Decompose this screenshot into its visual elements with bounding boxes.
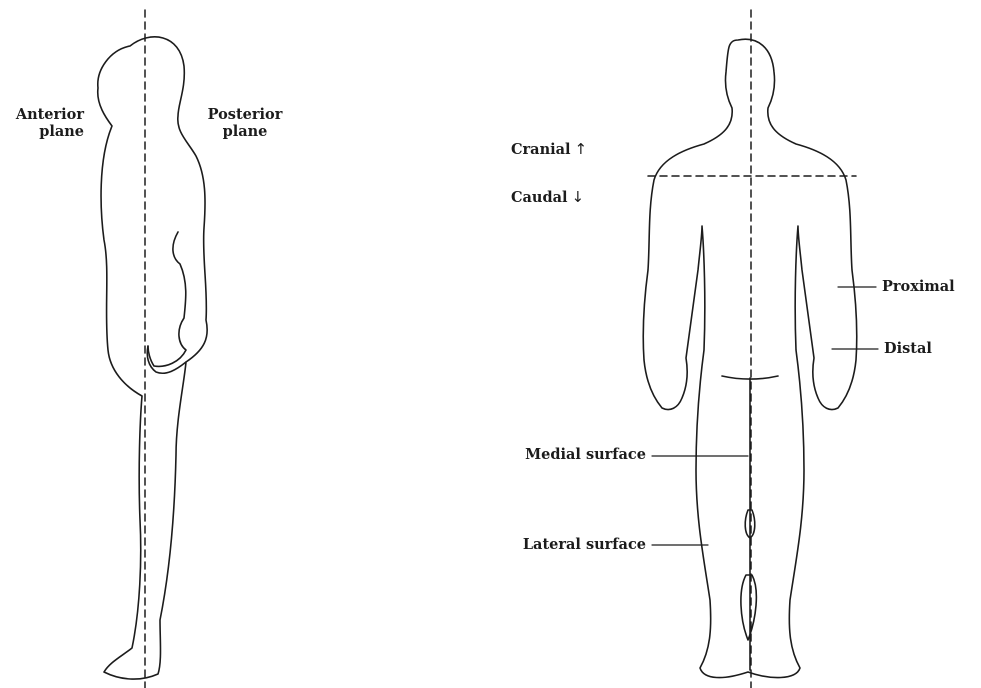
lateral-surface-label: Lateral surface [466,536,646,553]
cranial-text: Cranial [511,141,571,158]
caudal-text: Caudal [511,189,568,206]
posterior-plane-line1: Posterior [196,106,294,123]
posterior-plane-label: Posterior plane [196,106,294,141]
anterior-plane-label: Anterior plane [4,106,84,141]
anterior-plane-line1: Anterior [4,106,84,123]
cranial-label: Cranial↑ [511,140,587,158]
posterior-plane-line2: plane [196,123,294,140]
distal-label: Distal [884,340,932,357]
side-arm-outline [148,232,186,366]
anterior-plane-line2: plane [4,123,84,140]
caudal-label: Caudal↓ [511,188,584,206]
arrow-down-icon: ↓ [572,188,585,206]
side-hand-outline [147,346,186,373]
proximal-label: Proximal [882,278,955,295]
ankle-shape [741,575,756,640]
side-body-outline [98,37,207,679]
medial-surface-label: Medial surface [466,446,646,463]
arrow-up-icon: ↑ [575,140,588,158]
